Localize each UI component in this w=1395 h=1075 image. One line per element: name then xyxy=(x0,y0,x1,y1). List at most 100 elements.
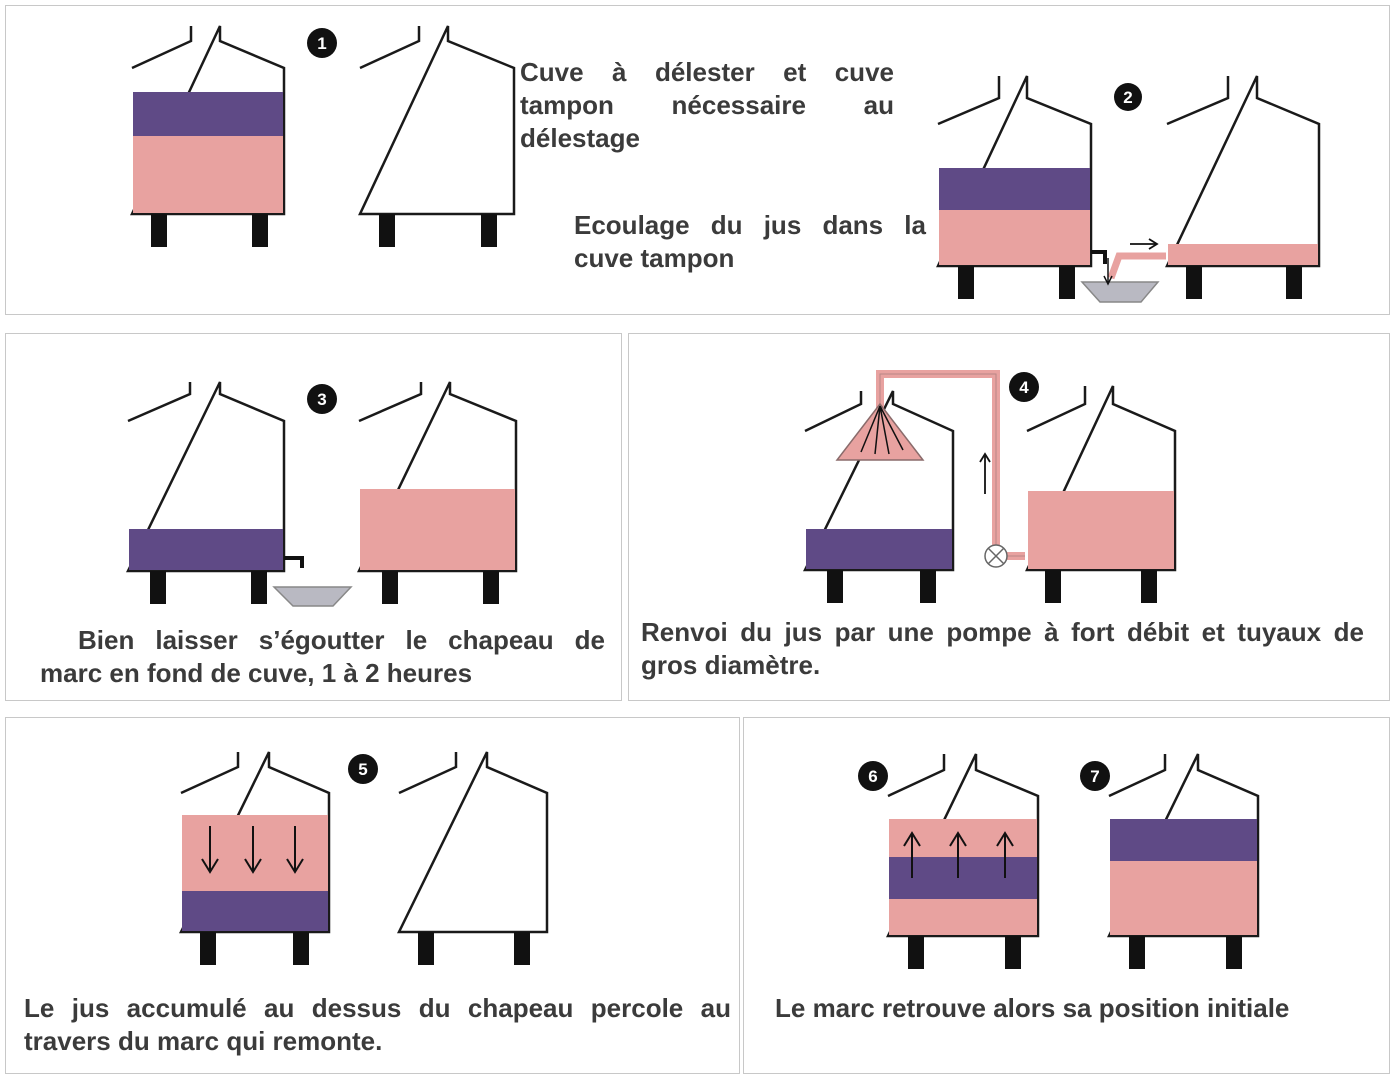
caption-line: cuve tampon xyxy=(574,243,735,273)
tank-leg xyxy=(382,571,398,604)
pump-icon xyxy=(984,544,1008,568)
tap-and-basin xyxy=(272,556,353,607)
tank-leg xyxy=(483,571,499,604)
juice-layer xyxy=(182,815,328,891)
step-number-7: 7 xyxy=(1080,761,1110,791)
juice-layer xyxy=(889,819,1037,857)
tank-leg xyxy=(1059,266,1075,299)
tank-leg xyxy=(293,932,309,965)
svg-text:1: 1 xyxy=(317,34,326,53)
marc-layer xyxy=(939,168,1090,210)
step-number-4: 4 xyxy=(1009,372,1039,402)
juice-layer xyxy=(360,489,515,570)
tank-leg xyxy=(958,266,974,299)
tank-leg xyxy=(251,571,267,604)
caption-line: tampon nécessaire au xyxy=(520,90,894,120)
tank-leg xyxy=(1129,936,1145,969)
tank-leg xyxy=(252,214,268,247)
tank-step1-tampon xyxy=(358,25,516,247)
caption-line: Ecoulage du jus dans la xyxy=(574,210,926,240)
svg-text:2: 2 xyxy=(1123,88,1132,107)
juice-layer xyxy=(1110,861,1257,935)
tap-and-basin xyxy=(1080,250,1166,303)
caption-line: gros diamètre. xyxy=(641,650,821,680)
panel-step-3: 3 Bien laisser s’égoutter le chapeau de … xyxy=(5,333,622,701)
marc-layer xyxy=(133,92,283,136)
tank-leg xyxy=(200,932,216,965)
svg-text:7: 7 xyxy=(1090,767,1099,786)
step5-caption: Le jus accumulé au dessus du chapeau per… xyxy=(24,992,731,1058)
step1-caption: Cuve à délester et cuve tampon nécessair… xyxy=(520,56,894,155)
panel-steps-6-7: 6 7 Le marc retrouve alors sa position i… xyxy=(743,717,1390,1074)
diagram-steps-1-2: 1 2 xyxy=(130,25,1321,303)
caption-line: Bien laisser s’égoutter le chapeau de xyxy=(78,625,605,655)
tank-leg xyxy=(1005,936,1021,969)
juice-layer xyxy=(1168,244,1318,265)
tank-step4-delestage xyxy=(802,390,955,603)
tank-leg xyxy=(1286,266,1302,299)
tank-leg xyxy=(151,214,167,247)
marc-layer xyxy=(182,891,328,931)
step-number-1: 1 xyxy=(307,28,337,58)
tank-step4-tampon xyxy=(1025,385,1177,603)
marc-layer xyxy=(1110,819,1257,861)
juice-layer xyxy=(133,136,283,213)
svg-text:3: 3 xyxy=(317,390,326,409)
caption-line: Le jus accumulé au dessus du chapeau per… xyxy=(24,993,731,1023)
caption-line: Renvoi du jus par une pompe à fort débit… xyxy=(641,617,1364,647)
tank-leg xyxy=(1186,266,1202,299)
step3-caption: Bien laisser s’égoutter le chapeau de ma… xyxy=(40,624,605,690)
step-number-5: 5 xyxy=(348,754,378,784)
step2-caption: Ecoulage du jus dans la cuve tampon xyxy=(574,209,926,275)
step-number-2: 2 xyxy=(1114,83,1142,111)
tank-leg xyxy=(481,214,497,247)
tank-leg xyxy=(418,932,434,965)
caption-line: Cuve à délester et cuve xyxy=(520,57,894,87)
panel-steps-1-2: 1 2 xyxy=(5,5,1390,315)
tank-leg xyxy=(514,932,530,965)
caption-line: délestage xyxy=(520,123,640,153)
flow-arrow-up xyxy=(979,452,991,494)
tank-leg xyxy=(1226,936,1242,969)
marc-layer xyxy=(889,857,1037,899)
down-arrow xyxy=(286,826,304,874)
juice-layer xyxy=(1028,491,1174,569)
diagram-step-4: 4 xyxy=(802,370,1177,603)
tank-leg xyxy=(827,570,843,603)
tank-step3-delestage xyxy=(126,381,286,604)
marc-layer xyxy=(129,529,283,570)
step6-7-caption: Le marc retrouve alors sa position initi… xyxy=(775,992,1375,1025)
panel-step-4: 4 Renvoi du jus par une pompe à fort déb… xyxy=(628,333,1390,701)
caption-line: marc en fond de cuve, 1 à 2 heures xyxy=(40,658,473,688)
tank-step1-delestage xyxy=(130,25,286,247)
tank-leg xyxy=(150,571,166,604)
down-arrow xyxy=(201,826,219,874)
up-arrow xyxy=(949,831,967,878)
juice-layer xyxy=(939,210,1090,265)
sprinkler xyxy=(835,402,925,461)
tank-leg xyxy=(379,214,395,247)
diagram-steps-6-7: 6 7 xyxy=(858,753,1260,969)
svg-text:5: 5 xyxy=(358,760,367,779)
caption-line: travers du marc qui remonte. xyxy=(24,1026,383,1056)
svg-text:4: 4 xyxy=(1019,378,1029,397)
down-arrow xyxy=(244,826,262,874)
tank-step2-tampon xyxy=(1165,75,1321,299)
tank-leg xyxy=(908,936,924,969)
step-number-3: 3 xyxy=(307,384,337,414)
up-arrow xyxy=(903,831,921,878)
flow-arrow-right xyxy=(1130,238,1159,250)
tank-leg xyxy=(1045,570,1061,603)
svg-text:6: 6 xyxy=(868,767,877,786)
diagram-step-3: 3 xyxy=(126,381,518,607)
tank-step3-tampon xyxy=(357,381,518,604)
marc-layer xyxy=(806,529,952,569)
juice-layer xyxy=(889,899,1037,935)
tank-step5-delestage xyxy=(178,751,331,965)
panel-step-5: 5 Le jus accumulé au dessus du chapeau p… xyxy=(5,717,740,1074)
tank-step7 xyxy=(1106,753,1260,969)
tank-step5-tampon xyxy=(396,751,549,965)
tank-leg xyxy=(920,570,936,603)
step4-caption: Renvoi du jus par une pompe à fort débit… xyxy=(641,616,1364,682)
caption-line: Le marc retrouve alors sa position initi… xyxy=(775,993,1290,1023)
